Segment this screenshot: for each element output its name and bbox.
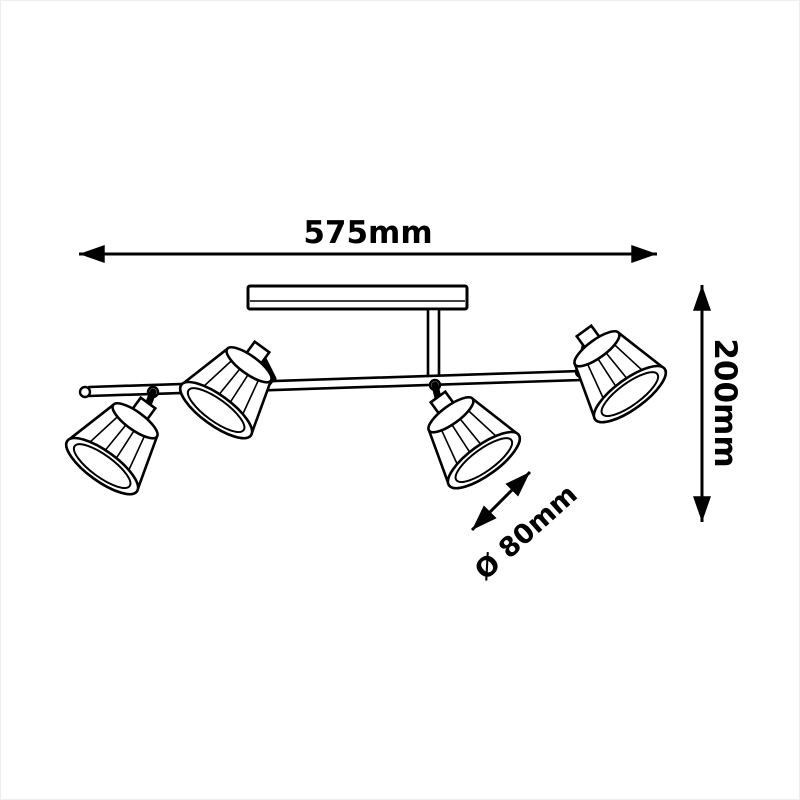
width-dimension-label: 575mm <box>303 215 432 251</box>
width-dimension: 575mm <box>79 215 657 263</box>
mounting-stem <box>426 307 441 381</box>
bar-end-cap <box>78 385 92 399</box>
spotlight-shade-4 <box>547 304 675 433</box>
ceiling-mount-plate <box>246 284 469 311</box>
height-dimension-label: 200mm <box>707 338 743 467</box>
spotlight-shade-1 <box>57 376 185 505</box>
support-bar <box>87 367 645 398</box>
diameter-dimension-label: Ø 80mm <box>469 479 584 586</box>
spotlight-shade-3 <box>401 370 529 499</box>
diameter-dimension: Ø 80mm <box>469 470 584 586</box>
lamp-drawing <box>57 284 675 505</box>
diameter-dimension-line <box>470 470 532 532</box>
height-dimension: 200mm <box>693 284 743 522</box>
